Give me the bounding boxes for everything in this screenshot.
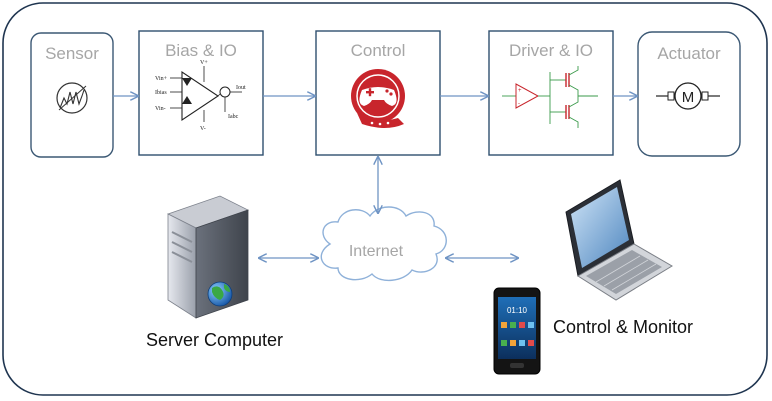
driver-io-label: Driver & IO	[509, 41, 593, 60]
vminus-label: V-	[200, 126, 206, 132]
server-caption: Server Computer	[146, 330, 283, 350]
server-computer-icon	[166, 195, 250, 319]
control-label: Control	[351, 41, 406, 60]
phone-clock: 01:10	[507, 306, 528, 315]
smartphone-icon: 01:10	[493, 287, 541, 375]
outer-frame	[2, 2, 768, 396]
motor-letter: M	[682, 89, 695, 106]
ota-amplifier-icon	[170, 66, 242, 122]
iout-label: Iout	[236, 85, 246, 91]
vin-plus-label: Vin+	[155, 76, 168, 82]
game-controller-icon	[351, 69, 405, 128]
svg-text:+: +	[518, 88, 522, 94]
internet-label: Internet	[349, 243, 404, 260]
driver-circuit-icon: + -	[502, 66, 598, 128]
monitor-caption: Control & Monitor	[553, 317, 693, 337]
actuator-label: Actuator	[657, 44, 721, 63]
laptop-icon	[565, 179, 673, 301]
thermistor-icon	[56, 82, 88, 114]
vplus-label: V+	[200, 60, 208, 66]
actuator-block: Actuator M	[637, 31, 741, 157]
sensor-block: Sensor	[30, 32, 114, 158]
internet-cloud: Internet	[320, 206, 447, 281]
iabc-label: Iabc	[228, 114, 239, 120]
bias-io-label: Bias & IO	[165, 41, 237, 60]
svg-text:-: -	[518, 101, 520, 107]
control-block: Control	[315, 30, 441, 156]
vin-minus-label: Vin-	[155, 106, 166, 112]
sensor-label: Sensor	[45, 44, 99, 63]
driver-io-block: Driver & IO + -	[488, 30, 614, 156]
motor-icon: M	[656, 82, 720, 110]
ibias-label: Ibias	[155, 90, 167, 96]
bias-io-block: Bias & IO Vin+ Ibias Vin- V+ V- Iout Iab…	[138, 30, 264, 156]
